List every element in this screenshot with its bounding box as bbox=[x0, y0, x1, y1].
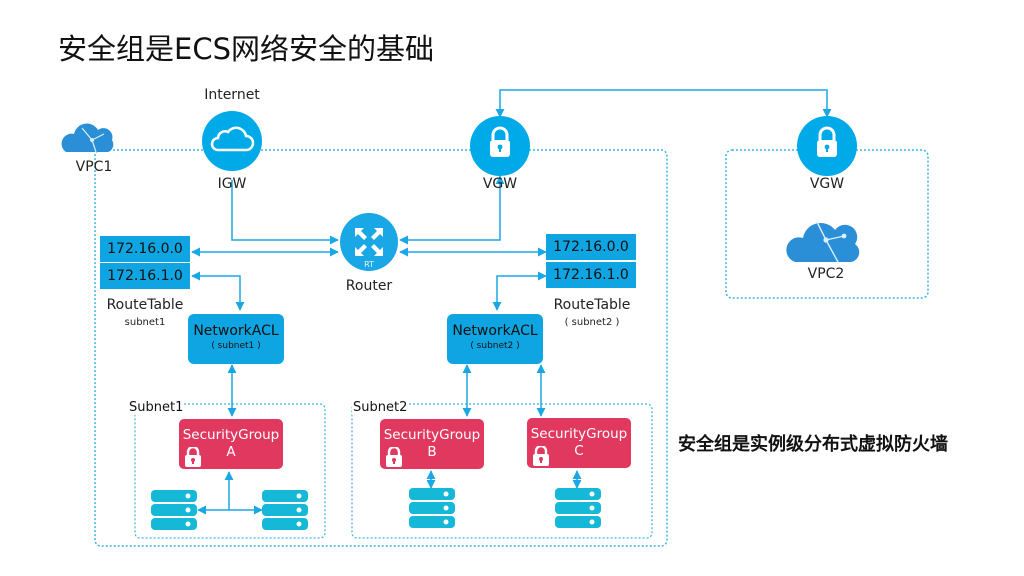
lock-icon bbox=[185, 447, 201, 467]
page-title: 安全组是ECS网络安全的基础 bbox=[58, 32, 434, 66]
acl-title: NetworkACL bbox=[452, 323, 538, 339]
route-table-1-sublabel: subnet1 bbox=[124, 317, 166, 328]
vgw1-label: VGW bbox=[482, 176, 518, 192]
security-group-id: A bbox=[226, 444, 236, 460]
vpc2-cloud-icon bbox=[786, 221, 860, 263]
igw-router-line bbox=[231, 180, 339, 245]
network-acl-subnet2: NetworkACL ( subnet2 ) bbox=[447, 314, 543, 364]
security-group-title: SecurityGroup bbox=[383, 427, 481, 443]
vpc2-label: VPC2 bbox=[807, 266, 845, 282]
rt1-acl1-line bbox=[191, 271, 245, 311]
router-label: Router bbox=[345, 278, 393, 294]
security-group-id: C bbox=[574, 443, 584, 459]
server-stack-b bbox=[409, 488, 455, 528]
router-node bbox=[340, 213, 398, 271]
route-table-1-row: 172.16.1.0 bbox=[100, 263, 190, 289]
vpc1-boundary bbox=[94, 149, 668, 547]
subnet2-boundary bbox=[351, 403, 653, 539]
igw-node bbox=[202, 111, 262, 171]
cloud-icon bbox=[210, 126, 255, 152]
rt2-acl2-line bbox=[492, 271, 547, 311]
vgw1-node bbox=[470, 116, 530, 176]
vgw-router-line bbox=[399, 175, 505, 245]
route-table-2-row: 172.16.1.0 bbox=[546, 262, 636, 288]
acl-subtitle: ( subnet1 ) bbox=[211, 341, 261, 351]
security-group-b: SecurityGroup B bbox=[380, 419, 484, 469]
router-arrows-icon bbox=[355, 228, 383, 256]
subnet2-label: Subnet2 bbox=[352, 400, 409, 415]
security-group-c: SecurityGroup C bbox=[527, 418, 631, 468]
vgw2-label: VGW bbox=[809, 176, 845, 192]
route-table-1-label: RouteTable bbox=[106, 297, 184, 313]
security-group-id: B bbox=[427, 444, 437, 460]
security-group-title: SecurityGroup bbox=[182, 427, 280, 443]
route-table-2-row: 172.16.0.0 bbox=[546, 234, 636, 260]
server-stack-a2 bbox=[262, 490, 308, 530]
server-stack-a1 bbox=[151, 490, 197, 530]
vgw-link-line bbox=[495, 89, 832, 118]
vpc1-label: VPC1 bbox=[75, 159, 113, 175]
tagline: 安全组是实例级分布式虚拟防火墙 bbox=[678, 434, 948, 455]
vpc1-cloud-icon bbox=[61, 123, 114, 153]
vgw2-node bbox=[797, 116, 857, 176]
route-table-2-sublabel: ( subnet2 ) bbox=[564, 317, 620, 328]
server-stack-c bbox=[555, 488, 601, 528]
internet-label: Internet bbox=[204, 87, 260, 103]
route-table-2-label: RouteTable bbox=[553, 297, 631, 313]
security-group-a: SecurityGroup A bbox=[179, 419, 283, 469]
lock-icon bbox=[386, 447, 402, 467]
router-badge: RT bbox=[364, 260, 374, 269]
lock-icon bbox=[533, 446, 549, 466]
security-group-title: SecurityGroup bbox=[530, 426, 628, 442]
subnet1-label: Subnet1 bbox=[128, 400, 185, 415]
acl-subtitle: ( subnet2 ) bbox=[470, 341, 520, 351]
igw-label: IGW bbox=[217, 176, 247, 192]
route-table-1-row: 172.16.0.0 bbox=[100, 236, 190, 262]
network-acl-subnet1: NetworkACL ( subnet1 ) bbox=[188, 314, 284, 364]
acl-title: NetworkACL bbox=[193, 323, 279, 339]
